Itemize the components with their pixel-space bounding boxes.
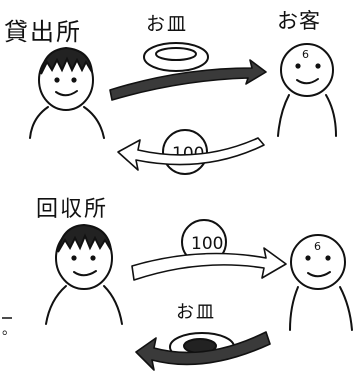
- customer-face-mark: 6: [302, 48, 309, 61]
- customer-face-mark: 6: [314, 240, 321, 253]
- plate-icon: [143, 42, 209, 72]
- lending-station-label: 貸出所: [4, 18, 82, 46]
- coin-value: 100: [191, 234, 223, 254]
- collection-station-label: 回収所: [36, 197, 108, 222]
- customer-person-icon: [277, 43, 337, 137]
- return-arrow-icon: [117, 137, 265, 171]
- staff-person-icon: [45, 223, 123, 325]
- plate-label: お皿: [146, 13, 188, 35]
- arrow-icon: [131, 247, 287, 281]
- plate-label: お皿: [176, 302, 216, 323]
- arrow-icon: [135, 331, 271, 371]
- staff-person-icon: [29, 46, 105, 139]
- customer-person-icon: [289, 234, 353, 331]
- customer-label: お客: [277, 9, 321, 33]
- arrow-icon: [109, 59, 267, 101]
- margin-mark: 。: [2, 322, 16, 338]
